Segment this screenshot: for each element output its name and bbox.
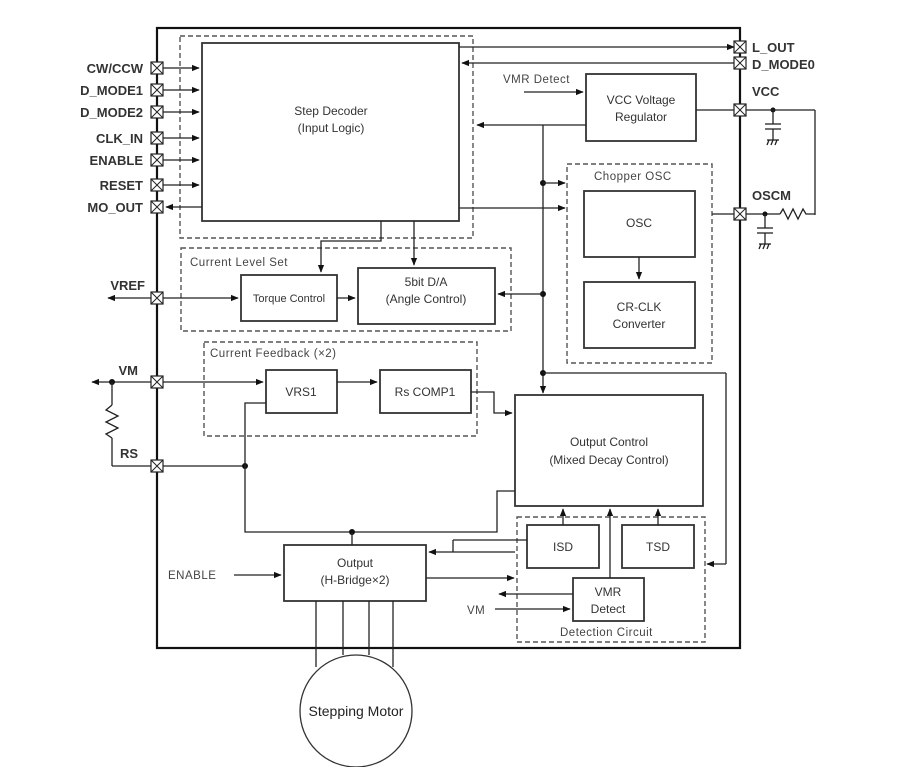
pin-label-mo-out: MO_OUT <box>87 200 143 215</box>
pin-label-oscm: OSCM <box>752 188 791 203</box>
stepping-motor-label: Stepping Motor <box>309 703 404 719</box>
group-label-detection-circuit: Detection Circuit <box>560 627 653 639</box>
pin-d-mode2-pad-icon <box>150 105 164 119</box>
group-label-chopper-osc: Chopper OSC <box>594 171 672 183</box>
output-bridge-label-2: (H-Bridge×2) <box>320 573 389 587</box>
block-vcc-regulator <box>585 73 697 142</box>
block-cr-clk-converter <box>583 281 696 349</box>
wiring: VMR Detect <box>91 43 816 667</box>
group-label-current-feedback: Current Feedback (×2) <box>210 348 337 360</box>
step-decoder-label-1: Step Decoder <box>294 104 367 118</box>
block-output-bridge <box>283 544 427 602</box>
pin-label-vm: VM <box>119 363 139 378</box>
vmr-detect-label-1: VMR <box>595 585 622 599</box>
vcc-regulator-label-2: Regulator <box>615 110 667 124</box>
dac-label-1: 5bit D/A <box>405 275 448 289</box>
pin-d-mode0-pad-icon <box>733 56 747 70</box>
stepping-motor <box>299 654 413 767</box>
pin-label-cw-ccw: CW/CCW <box>87 61 144 76</box>
pin-label-d-mode0: D_MODE0 <box>752 57 815 72</box>
enable-signal-label: ENABLE <box>168 570 216 582</box>
pin-vm-pad-icon <box>150 375 164 389</box>
vmr-detect-signal-label: VMR Detect <box>503 74 570 86</box>
pin-label-reset: RESET <box>100 178 143 193</box>
pin-rs-pad-icon <box>150 459 164 473</box>
step-decoder-label-2: (Input Logic) <box>298 121 365 135</box>
dac-label-2: (Angle Control) <box>386 292 467 306</box>
vcc-regulator-label-1: VCC Voltage <box>607 93 676 107</box>
pin-label-enable: ENABLE <box>90 153 144 168</box>
pin-vref-pad-icon <box>150 291 164 305</box>
tsd-label: TSD <box>646 540 670 554</box>
osc-label: OSC <box>626 216 652 230</box>
block-dac <box>357 267 496 325</box>
pin-label-vref: VREF <box>110 278 145 293</box>
pin-l-out-pad-icon <box>733 40 747 54</box>
pin-vcc-pad-icon <box>733 103 747 117</box>
block-output-control <box>514 394 704 507</box>
pin-cw-ccw-pad-icon <box>150 61 164 75</box>
cr-clk-label-2: Converter <box>613 317 666 331</box>
block-rs-comp1 <box>379 369 472 414</box>
group-current-level-set <box>180 247 512 332</box>
pin-label-d-mode1: D_MODE1 <box>80 83 143 98</box>
group-label-current-level-set: Current Level Set <box>190 257 288 269</box>
torque-control-label: Torque Control <box>253 293 325 305</box>
chip-outline <box>155 26 742 650</box>
output-bridge-label-1: Output <box>337 556 374 570</box>
group-chopper-osc <box>566 163 713 364</box>
rs-comp1-label: Rs COMP1 <box>395 385 456 399</box>
output-control-label-1: Output Control <box>570 435 648 449</box>
vm-signal-label: VM <box>467 605 485 617</box>
input-logic-group <box>179 35 474 239</box>
pin-label-clk-in: CLK_IN <box>96 131 143 146</box>
isd-label: ISD <box>553 540 573 554</box>
group-detection-circuit <box>516 516 706 643</box>
vmr-detect-label-2: Detect <box>591 602 626 616</box>
block-step-decoder <box>201 42 460 222</box>
block-vrs1 <box>265 369 338 414</box>
pin-label-d-mode2: D_MODE2 <box>80 105 143 120</box>
pin-enable-pad-icon <box>150 153 164 167</box>
block-torque-control <box>240 274 338 322</box>
pin-label-vcc: VCC <box>752 84 780 99</box>
pin-label-l-out: L_OUT <box>752 40 795 55</box>
pin-mo-out-pad-icon <box>150 200 164 214</box>
output-control-label-2: (Mixed Decay Control) <box>549 453 668 467</box>
block-vmr-detect <box>572 577 645 622</box>
vrs1-label: VRS1 <box>285 385 317 399</box>
pin-d-mode1-pad-icon <box>150 83 164 97</box>
cr-clk-label-1: CR-CLK <box>617 300 662 314</box>
pin-reset-pad-icon <box>150 178 164 192</box>
pin-oscm-pad-icon <box>733 207 747 221</box>
group-current-feedback <box>203 341 478 437</box>
block-osc <box>583 190 696 258</box>
pin-clk-in-pad-icon <box>150 131 164 145</box>
pin-label-rs: RS <box>120 446 138 461</box>
